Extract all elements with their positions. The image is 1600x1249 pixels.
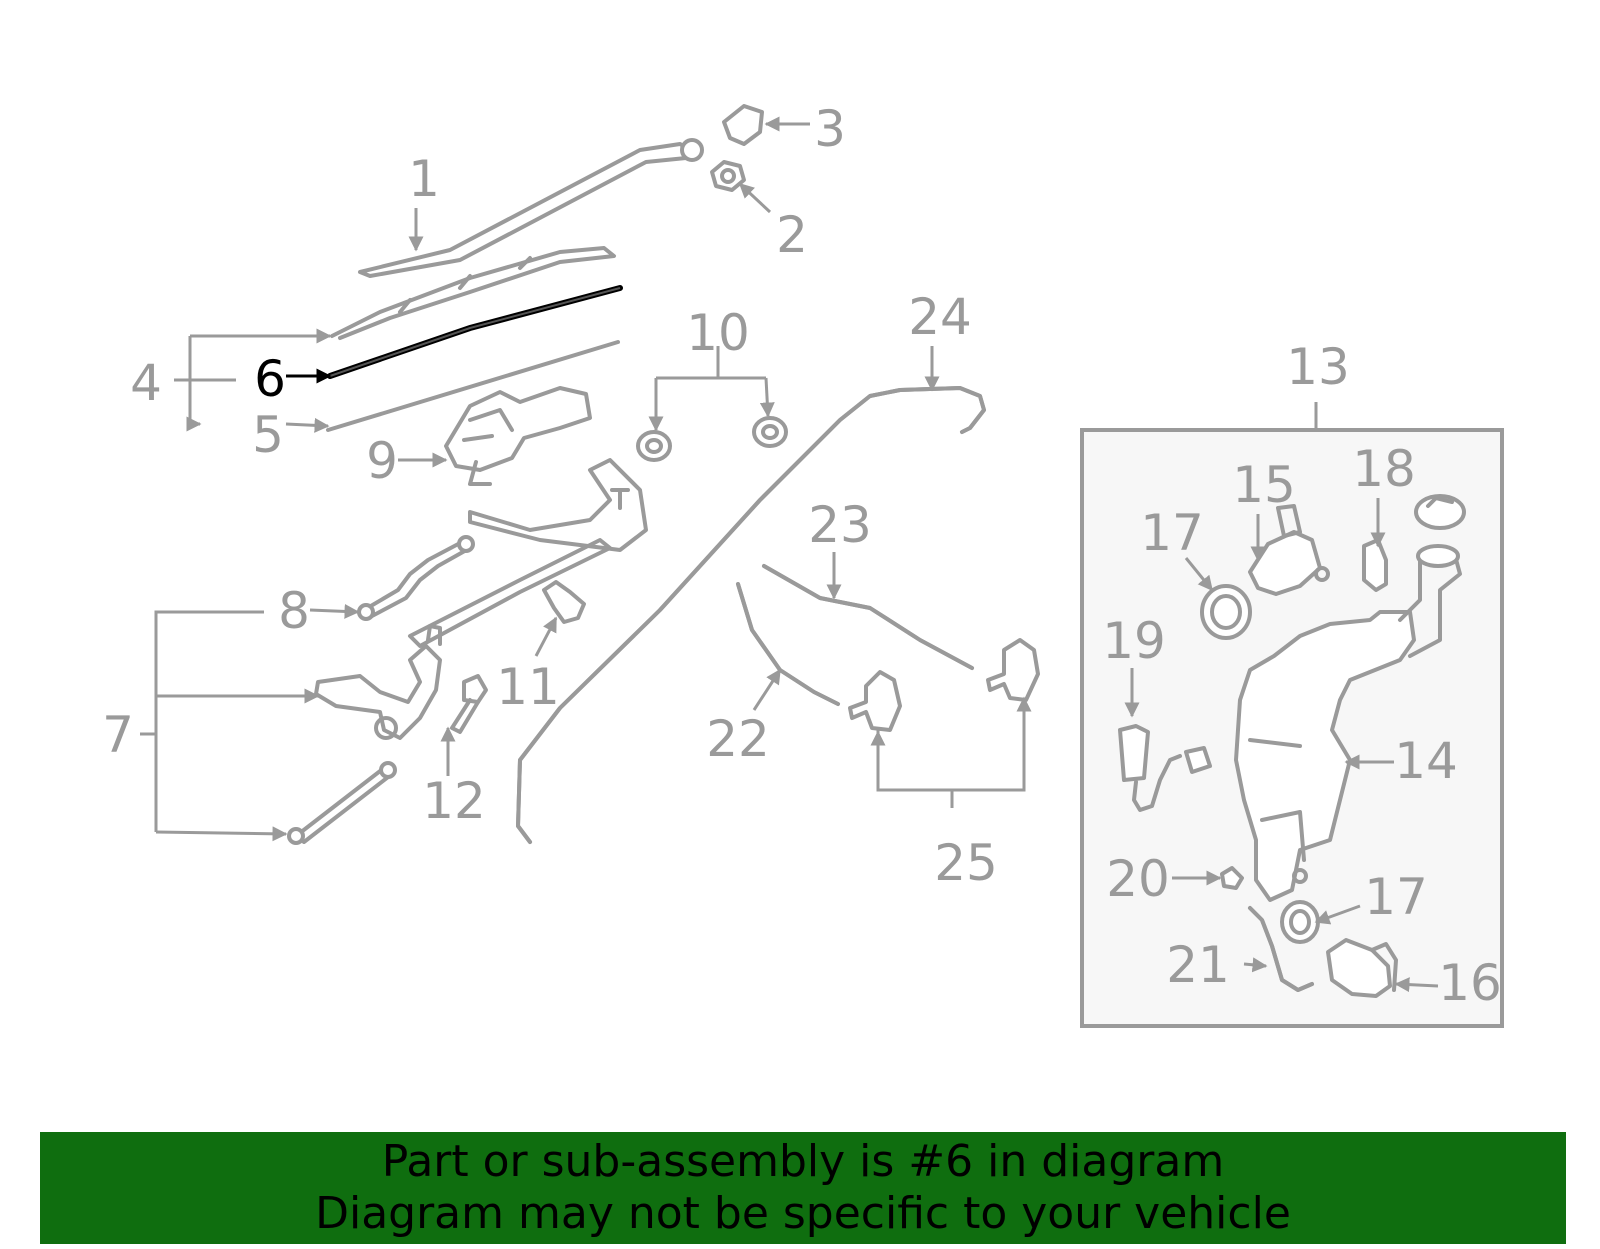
link-rod-part [362, 540, 472, 618]
banner-line-part-number: Part or sub-assembly is #6 in diagram [381, 1136, 1225, 1187]
callout-14: 14 [1394, 732, 1458, 790]
callout-19: 19 [1102, 612, 1166, 670]
bolt-part [462, 674, 488, 704]
callout-7: 7 [102, 706, 134, 764]
wiper-motor-part [444, 386, 592, 472]
callout-18: 18 [1352, 440, 1416, 498]
wiper-linkage-part [468, 458, 648, 552]
reservoir-tank-part [1234, 610, 1416, 902]
washer-hose-22-part [736, 582, 840, 706]
washer-nozzle-left-part [848, 670, 902, 732]
callout-11: 11 [496, 658, 560, 716]
callout-12: 12 [422, 772, 486, 830]
callout-21: 21 [1166, 936, 1230, 994]
callout-17-lower: 17 [1364, 868, 1428, 926]
wiper-blade-part [330, 246, 616, 340]
callout-24: 24 [908, 288, 972, 346]
clip-part [542, 580, 586, 624]
callout-5: 5 [252, 406, 284, 464]
callout-8: 8 [278, 582, 310, 640]
callout-9: 9 [366, 432, 398, 490]
rear-washer-pump-part [1326, 938, 1392, 998]
callout-3: 3 [814, 100, 846, 158]
callout-25: 25 [934, 834, 998, 892]
drain-plug-part [1220, 866, 1244, 890]
callout-1: 1 [408, 150, 440, 208]
blade-refill-highlighted [327, 285, 623, 379]
info-banner: Part or sub-assembly is #6 in diagram Di… [40, 1132, 1566, 1244]
pump-seal-upper-part [1200, 584, 1252, 640]
callout-13: 13 [1286, 338, 1350, 396]
nut-part [710, 160, 746, 192]
banner-line-disclaimer: Diagram may not be specific to your vehi… [315, 1188, 1291, 1239]
washer-hose-long-part [516, 386, 986, 844]
grommet-left-part [636, 430, 672, 462]
sensor-bracket-part [1362, 538, 1388, 592]
callout-10: 10 [686, 304, 750, 362]
callout-20: 20 [1106, 850, 1170, 908]
callout-2: 2 [776, 206, 808, 264]
callout-6-highlighted: 6 [254, 350, 286, 408]
callout-15: 15 [1232, 456, 1296, 514]
washer-nozzle-right-part [986, 638, 1040, 702]
callout-23: 23 [808, 496, 872, 554]
level-sensor-part [1118, 724, 1150, 782]
refill-strip-part [326, 340, 620, 432]
callout-16: 16 [1438, 954, 1502, 1012]
lower-rod-part [294, 766, 394, 844]
arm-cap-part [722, 104, 764, 146]
callout-17-upper: 17 [1140, 504, 1204, 562]
pump-seal-lower-part [1280, 900, 1320, 944]
callout-22: 22 [706, 710, 770, 768]
grommet-right-part [752, 416, 788, 448]
callout-4: 4 [130, 354, 162, 412]
